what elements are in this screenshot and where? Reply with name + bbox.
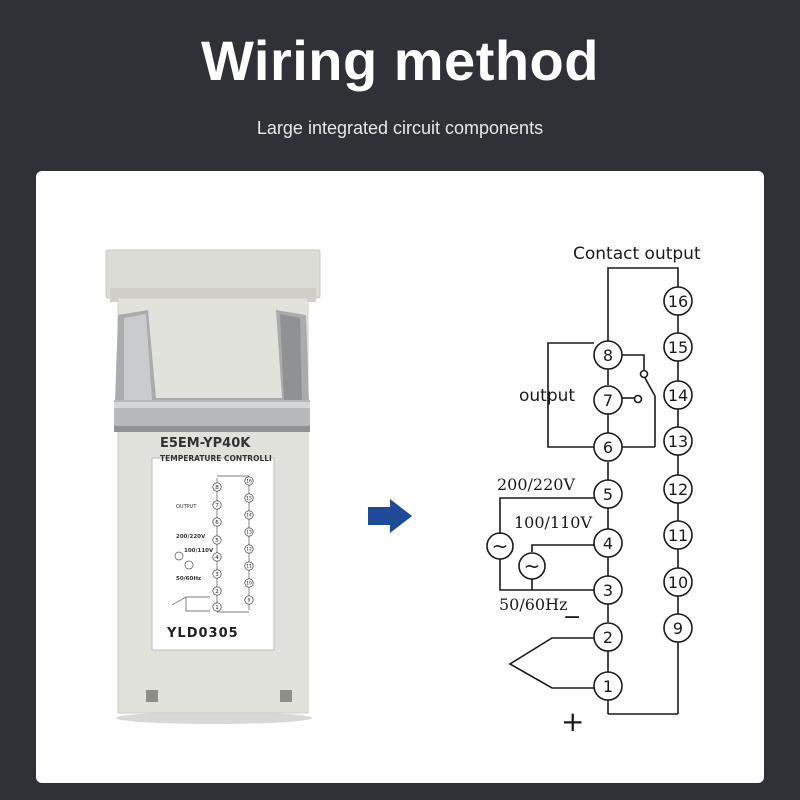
terminal-label-16: 16: [668, 292, 688, 311]
mini-terminal-circle-3: [212, 569, 222, 579]
terminal-circle-11: [663, 520, 693, 550]
terminal-circle-15: [663, 332, 693, 362]
mini-terminal-label-10: 10: [246, 581, 252, 587]
device-mini-left-terminals: 8 7 6 5 4 3 2 1: [212, 482, 222, 612]
terminal-circle-4: [593, 528, 623, 558]
device-mini-output: OUTPUT: [176, 504, 197, 510]
mini-terminal-circle-7: [212, 500, 222, 510]
device-model-label: E5EM-YP40K: [160, 436, 251, 451]
mini-terminal-circle-6: [212, 517, 222, 527]
mini-terminal-circle-16: [244, 476, 254, 486]
mini-terminal-circle-13: [244, 527, 254, 537]
contact-output-label: Contact output: [573, 244, 701, 264]
voltage-label-100-110: 100/110V: [514, 513, 592, 532]
terminal-circle-5: [593, 479, 623, 509]
terminal-label-5: 5: [603, 485, 613, 504]
device-mini-voltage-1: 200/220V: [176, 534, 206, 540]
terminal-label-7: 7: [603, 391, 613, 410]
terminal-label-6: 6: [603, 438, 613, 457]
mini-terminal-label-12: 12: [246, 547, 252, 553]
diagram-right-terminals: 16 15 14 13 12 11 10 9: [663, 286, 693, 643]
terminal-circle-6: [593, 432, 623, 462]
terminal-circle-1: [593, 671, 623, 701]
mini-terminal-label-3: 3: [215, 572, 219, 578]
mini-terminal-label-15: 15: [246, 496, 252, 502]
terminal-circle-3: [593, 575, 623, 605]
terminal-label-15: 15: [668, 338, 688, 357]
mini-terminal-circle-12: [244, 544, 254, 554]
terminal-circle-10: [663, 567, 693, 597]
mini-terminal-label-6: 6: [215, 520, 219, 526]
terminal-circle-7: [593, 385, 623, 415]
mini-terminal-label-2: 2: [215, 589, 219, 595]
terminal-label-12: 12: [668, 480, 688, 499]
terminal-label-10: 10: [668, 573, 688, 592]
terminal-label-9: 9: [673, 619, 683, 638]
diagram-left-terminals: 8 7 6 5 4 3 2 1: [593, 340, 623, 701]
controller-device: [105, 249, 321, 724]
mini-terminal-circle-14: [244, 510, 254, 520]
device-mini-right-terminals: 16 15 14 13 12 11 10 9: [244, 476, 254, 605]
output-label: output: [519, 386, 575, 406]
page-subtitle: Large integrated circuit components: [256, 118, 544, 138]
mini-terminal-label-16: 16: [246, 479, 252, 485]
ac-symbol-200v: ~: [492, 534, 509, 558]
mini-terminal-circle-9: [244, 595, 254, 605]
frequency-label: 50/60Hz: [499, 595, 568, 614]
terminal-label-8: 8: [603, 346, 613, 365]
terminal-circle-14: [663, 380, 693, 410]
mini-terminal-circle-5: [212, 535, 222, 545]
mini-terminal-circle-2: [212, 586, 222, 596]
mini-terminal-label-8: 8: [215, 485, 219, 491]
mini-terminal-circle-4: [212, 552, 222, 562]
voltage-label-200-220: 200/220V: [497, 475, 575, 494]
mini-terminal-circle-11: [244, 561, 254, 571]
terminal-label-2: 2: [603, 628, 613, 647]
terminal-circle-13: [663, 426, 693, 456]
content-panel: E5EM-YP40K TEMPERATURE CONTROLLI 8 7 6 5 4 3 2…: [36, 171, 764, 783]
device-subtitle-label: TEMPERATURE CONTROLLI: [160, 454, 272, 463]
terminal-label-3: 3: [603, 581, 613, 600]
terminal-label-1: 1: [603, 677, 613, 696]
device-code-label: YLD0305: [166, 626, 239, 641]
terminal-circle-16: [663, 286, 693, 316]
terminal-label-4: 4: [603, 534, 613, 553]
mini-terminal-label-11: 11: [246, 564, 252, 570]
mini-terminal-label-4: 4: [215, 555, 219, 561]
arrow-right-icon: [368, 499, 412, 533]
mini-terminal-label-5: 5: [215, 538, 219, 544]
mini-terminal-label-7: 7: [215, 503, 219, 509]
page-title: Wiring method: [201, 29, 599, 92]
minus-sign: −: [563, 605, 581, 630]
terminal-circle-9: [663, 613, 693, 643]
mini-terminal-label-1: 1: [215, 605, 219, 611]
ac-symbol-100v: ~: [524, 554, 541, 578]
mini-terminal-circle-1: [212, 602, 222, 612]
terminal-label-11: 11: [668, 526, 688, 545]
wiring-diagram: [486, 267, 679, 715]
mini-terminal-circle-15: [244, 493, 254, 503]
terminal-label-13: 13: [668, 432, 688, 451]
terminal-circle-2: [593, 622, 623, 652]
mini-terminal-circle-8: [212, 482, 222, 492]
terminal-label-14: 14: [668, 386, 688, 405]
device-mini-frequency: 50/60Hz: [176, 576, 201, 582]
plus-sign: +: [561, 705, 584, 738]
terminal-circle-8: [593, 340, 623, 370]
device-mini-voltage-2: 100/110V: [184, 548, 214, 554]
mini-terminal-label-14: 14: [246, 513, 252, 519]
mini-terminal-label-13: 13: [246, 530, 252, 536]
mini-terminal-label-9: 9: [248, 598, 251, 604]
terminal-circle-12: [663, 474, 693, 504]
mini-terminal-circle-10: [244, 578, 254, 588]
